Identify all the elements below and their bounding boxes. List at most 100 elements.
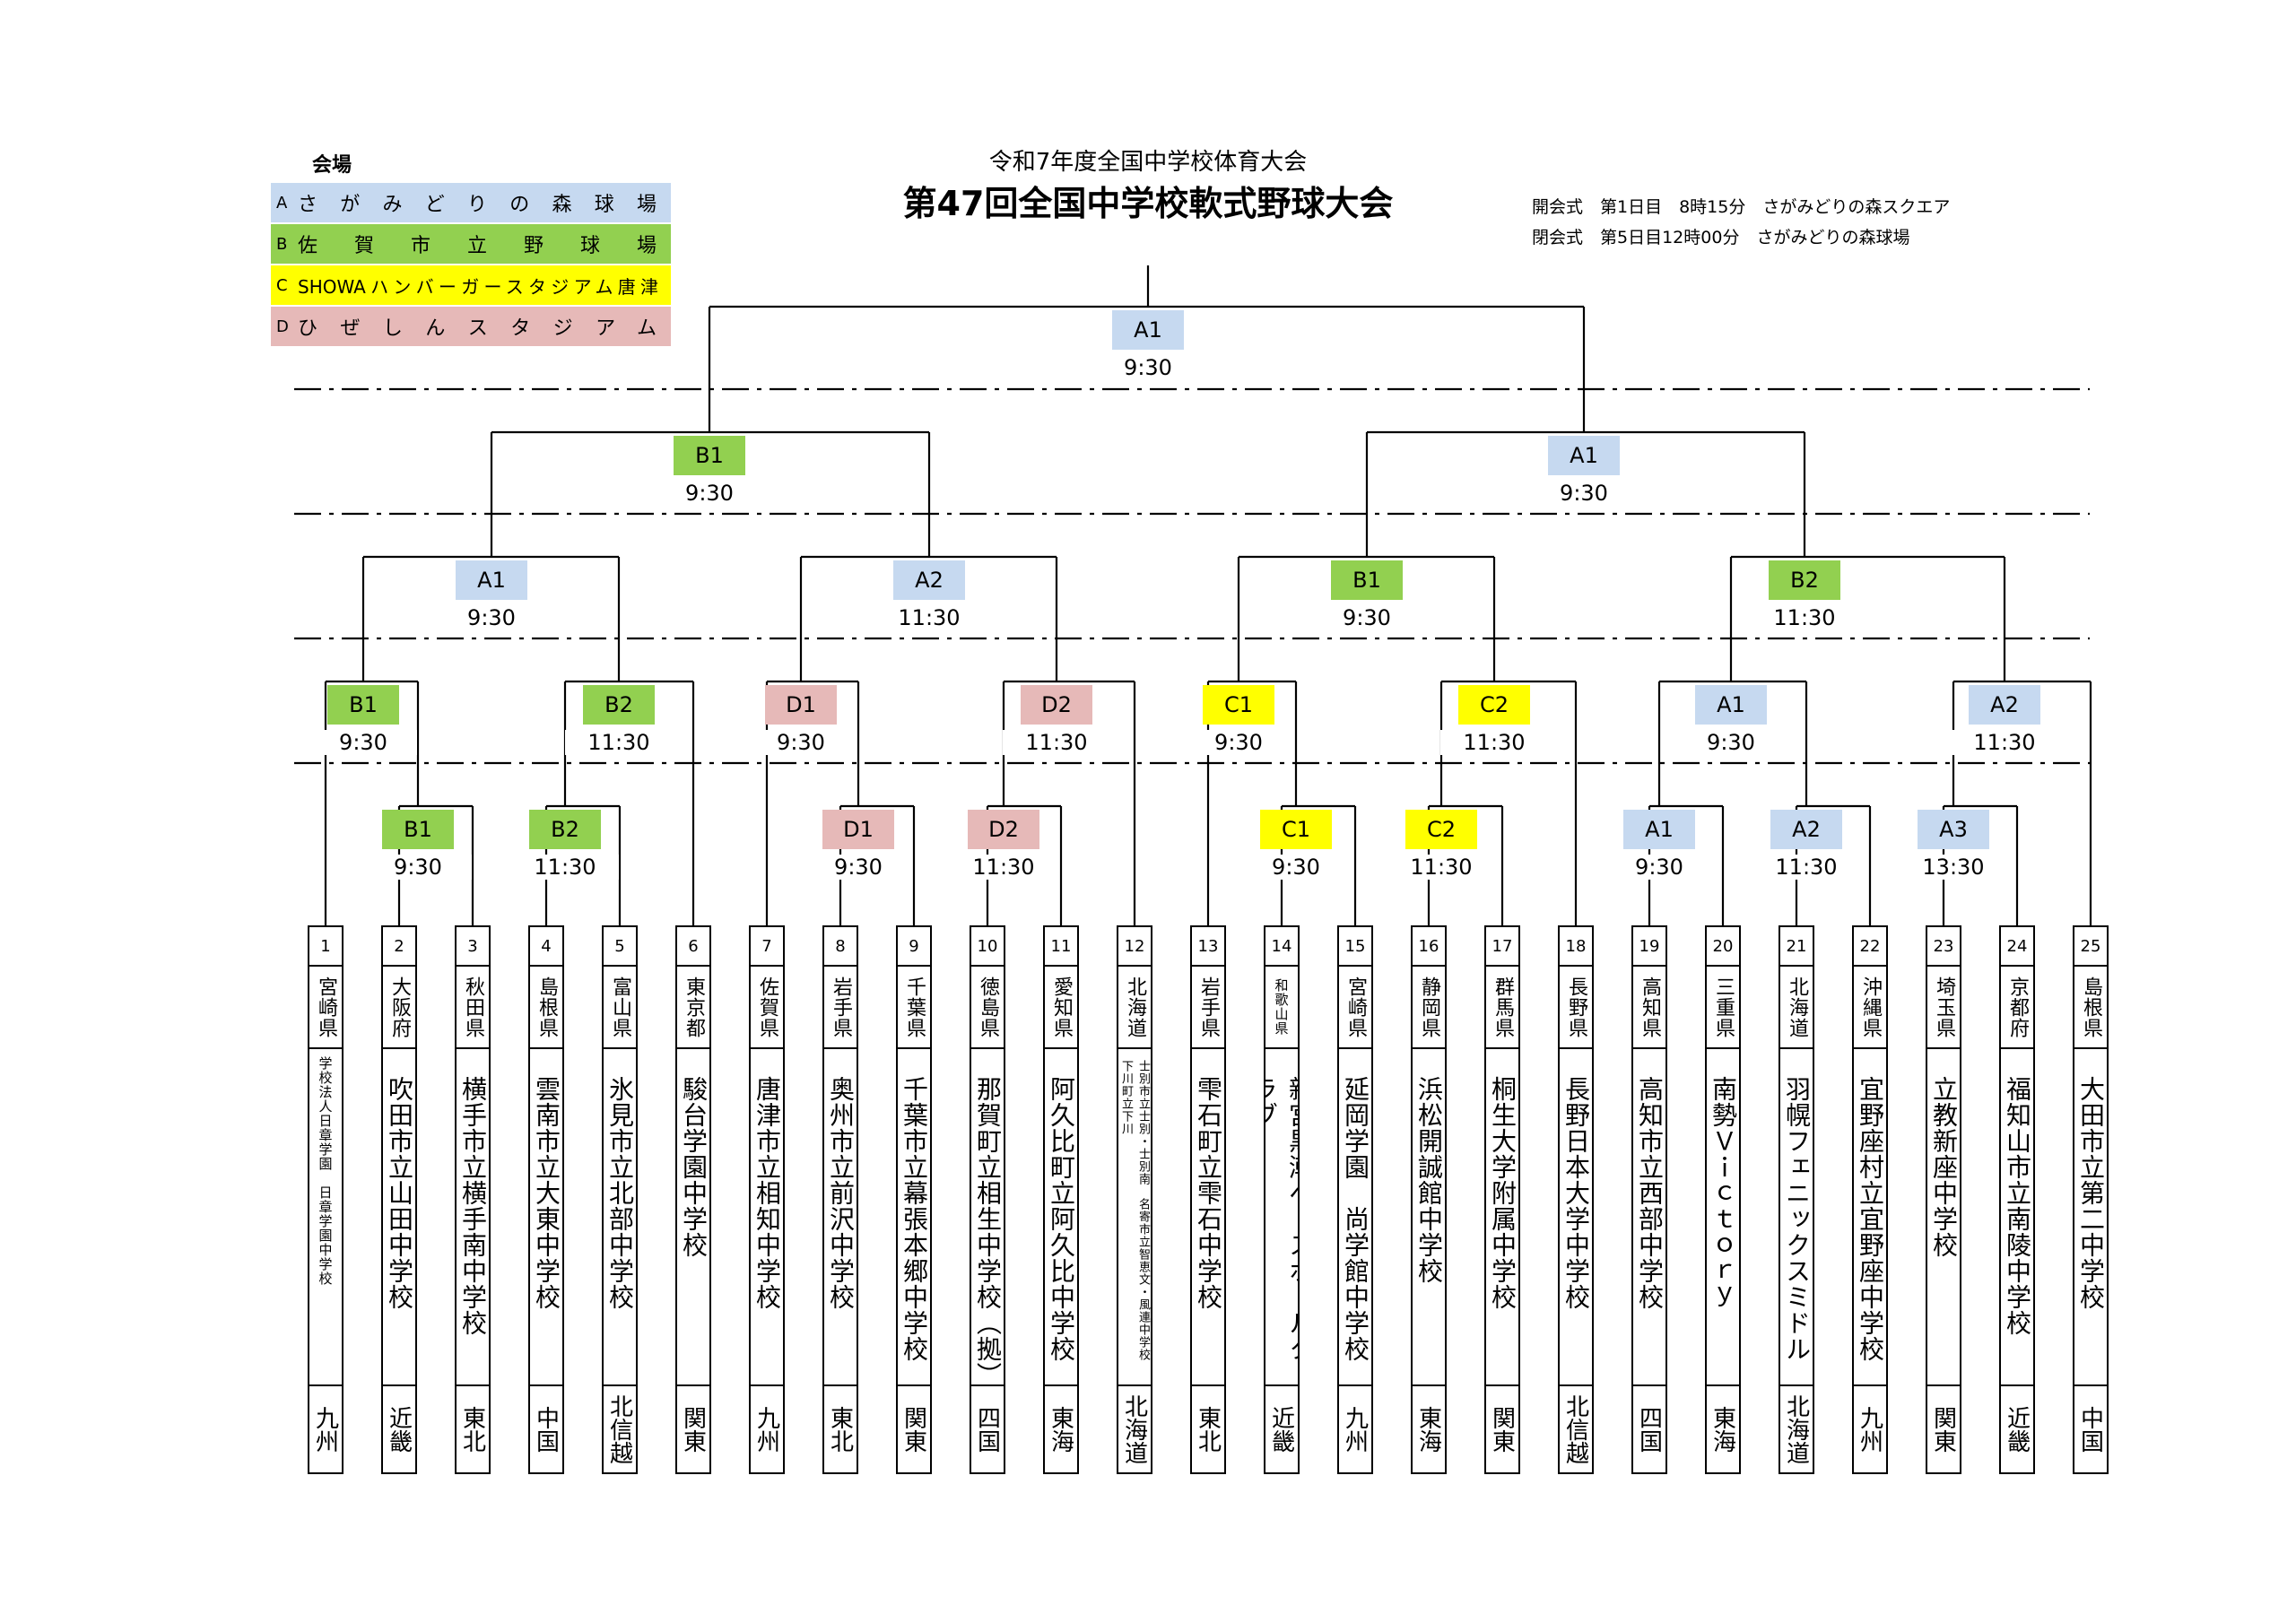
tournament-title: 第47回全国中学校軟式野球大会: [902, 184, 1394, 223]
game-venue-badge: B1: [1331, 560, 1403, 600]
venue-legend-a: A さがみどりの森球場: [271, 183, 671, 222]
game-start-time: 9:30: [309, 730, 417, 755]
team-region: 四国: [1635, 1406, 1663, 1453]
team-region: 東北: [1194, 1406, 1222, 1453]
game-venue-badge: A1: [1112, 310, 1184, 350]
team-region: 九州: [1341, 1406, 1369, 1453]
tournament-subtitle: 令和7年度全国中学校体育大会: [988, 149, 1308, 176]
team-prefecture: 高知県: [1633, 967, 1665, 1049]
game-start-time: 9:30: [1605, 855, 1713, 880]
game-venue-badge: A1: [456, 560, 527, 600]
team-number: 5: [604, 927, 636, 967]
game-start-time: 9:30: [747, 730, 855, 755]
team-school-name: 羽幌フェニックスミドル: [1780, 1049, 1813, 1386]
team-prefecture: 佐賀県: [751, 967, 783, 1049]
game-start-time: 9:30: [1313, 605, 1421, 630]
game-venue-badge: A2: [1969, 685, 2040, 725]
team-number: 17: [1486, 927, 1518, 967]
team-region: 中国: [532, 1406, 560, 1453]
team-prefecture: 三重県: [1707, 967, 1739, 1049]
team-prefecture: 埼玉県: [1927, 967, 1960, 1049]
venue-legend-b: B 佐賀市立野球場: [271, 224, 671, 264]
team-prefecture: 和歌山県: [1265, 967, 1298, 1049]
team-prefecture: 京都府: [2001, 967, 2033, 1049]
team-school-name: 氷見市立北部中学校: [604, 1049, 636, 1386]
team-number: 11: [1045, 927, 1077, 967]
game-start-time: 11:30: [1387, 855, 1495, 880]
game-start-time: 11:30: [950, 855, 1057, 880]
team-number: 1: [309, 927, 342, 967]
team-region: 北海道: [1782, 1394, 1810, 1464]
team-school-name: 阿久比町立阿久比中学校: [1045, 1049, 1077, 1386]
team-prefecture: 北海道: [1780, 967, 1813, 1049]
team-region: 九州: [311, 1406, 339, 1453]
team-prefecture: 岩手県: [824, 967, 857, 1049]
game-start-time: 9:30: [1242, 855, 1350, 880]
team-number: 13: [1192, 927, 1224, 967]
venue-name: 佐賀市立野球場: [298, 235, 658, 257]
venue-legend-heading: 会場: [312, 154, 352, 177]
game-venue-badge: D1: [822, 810, 894, 849]
team-region: 北信越: [605, 1394, 633, 1464]
team-prefecture: 北海道: [1118, 967, 1151, 1049]
team-number: 9: [898, 927, 930, 967]
team-prefecture: 沖縄県: [1854, 967, 1886, 1049]
team-prefecture: 静岡県: [1413, 967, 1445, 1049]
team-region: 近畿: [2003, 1406, 2031, 1453]
venue-legend-d: D ひぜしんスタジアム: [271, 307, 671, 346]
team-school-name: 浜松開誠館中学校: [1413, 1049, 1445, 1386]
game-venue-badge: C1: [1203, 685, 1274, 725]
team-prefecture: 宮崎県: [1339, 967, 1371, 1049]
game-venue-badge: D2: [968, 810, 1039, 849]
team-region: 東北: [826, 1406, 854, 1453]
team-number: 10: [971, 927, 1004, 967]
game-venue-badge: A2: [1770, 810, 1842, 849]
team-school-name: 南勢Ｖｉｃｔｏｒｙ: [1707, 1049, 1739, 1386]
team-prefecture: 秋田県: [457, 967, 489, 1049]
game-venue-badge: C2: [1458, 685, 1530, 725]
team-number: 25: [2074, 927, 2107, 967]
team-region: 関東: [900, 1406, 927, 1453]
team-prefecture: 愛知県: [1045, 967, 1077, 1049]
team-number: 6: [677, 927, 709, 967]
game-venue-badge: B1: [382, 810, 454, 849]
team-region: 東海: [1709, 1406, 1736, 1453]
team-prefecture: 徳島県: [971, 967, 1004, 1049]
team-prefecture: 長野県: [1560, 967, 1592, 1049]
team-number: 23: [1927, 927, 1960, 967]
team-school-name: 千葉市立幕張本郷中学校: [898, 1049, 930, 1386]
team-number: 22: [1854, 927, 1886, 967]
team-number: 7: [751, 927, 783, 967]
team-prefecture: 東京都: [677, 967, 709, 1049]
team-number: 4: [530, 927, 562, 967]
team-school-name: 福知山市立南陵中学校: [2001, 1049, 2033, 1386]
venue-letter: D: [276, 317, 289, 336]
game-venue-badge: B1: [327, 685, 399, 725]
game-venue-badge: A3: [1918, 810, 1989, 849]
game-venue-badge: B1: [674, 436, 745, 475]
game-start-time: 11:30: [1003, 730, 1110, 755]
game-start-time: 9:30: [804, 855, 912, 880]
game-start-time: 11:30: [875, 605, 983, 630]
team-region: 北海道: [1120, 1394, 1148, 1464]
venue-letter: C: [276, 275, 288, 295]
team-region: 九州: [752, 1406, 780, 1453]
game-start-time: 9:30: [1530, 481, 1638, 506]
game-venue-badge: B2: [583, 685, 655, 725]
team-school-name: 雲南市立大東中学校: [530, 1049, 562, 1386]
